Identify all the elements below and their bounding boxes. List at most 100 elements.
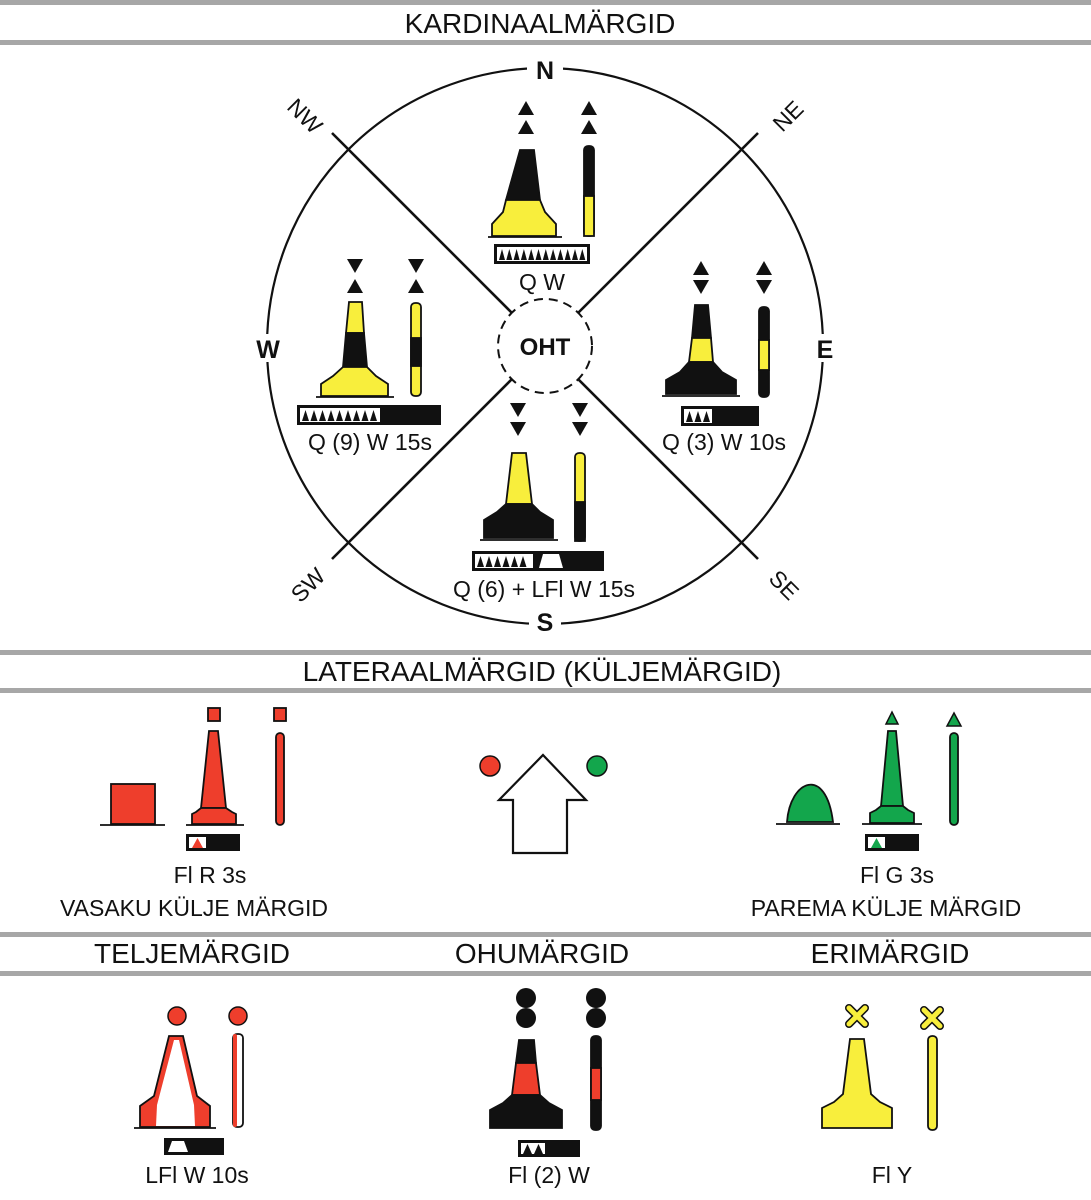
section-rules <box>0 0 1091 976</box>
danger-topmark-icon <box>516 988 536 1028</box>
flash-tick <box>694 411 702 422</box>
direction-e: E <box>812 334 840 364</box>
south-spar-icon <box>574 452 586 542</box>
flash-tick <box>557 249 564 260</box>
north-cardinal-mark: Q W <box>488 101 597 295</box>
flash-tick <box>370 410 377 421</box>
flash-tick <box>519 556 527 567</box>
port-red-light-icon <box>479 755 501 777</box>
starboard-light-label: Fl G 3s <box>860 862 934 888</box>
special-light-label: Fl Y <box>872 1162 912 1188</box>
danger-buoy-icon <box>489 1039 563 1129</box>
axis-spar-topmark-icon <box>228 1006 248 1026</box>
port-spar-icon <box>275 732 285 826</box>
west-cardinal-mark: Q (9) W 15s <box>297 259 441 455</box>
flash-tick <box>502 556 510 567</box>
danger-spar-icon <box>590 1035 602 1131</box>
flash-tick <box>686 411 693 422</box>
flash-tick <box>319 410 326 421</box>
axis-title: TELJEMÄRGID <box>94 938 290 969</box>
direction-s: S <box>529 608 561 637</box>
east-light-rhythm <box>681 406 759 426</box>
port-marks: Fl R 3s VASAKU KÜLJE MÄRGID <box>60 707 328 921</box>
starboard-conical-buoy-icon <box>776 783 840 825</box>
flash-tick <box>302 410 309 421</box>
flash-tick <box>535 249 542 260</box>
port-light-rhythm <box>186 834 240 851</box>
axis-buoy-icon <box>134 1035 216 1129</box>
flash-tick <box>344 410 352 421</box>
special-spar-icon <box>927 1035 938 1131</box>
west-light-rhythm <box>297 405 441 425</box>
starboard-green-light-icon <box>586 755 608 777</box>
danger-light-label: Fl (2) W <box>508 1162 590 1188</box>
north-spar-icon <box>583 145 595 237</box>
flash-tick <box>506 249 513 260</box>
flash-tick <box>564 249 571 260</box>
cardinal-title: KARDINAALMÄRGID <box>405 8 676 39</box>
east-topmark-icon <box>693 261 709 294</box>
flash-tick <box>477 556 484 567</box>
special-mark: Fl Y <box>821 1004 944 1188</box>
north-buoy-icon <box>488 149 562 238</box>
flash-tick <box>327 410 335 421</box>
special-buoy-icon <box>821 1038 893 1129</box>
flash-tick <box>528 249 535 260</box>
port-light-label: Fl R 3s <box>174 862 247 888</box>
flash-tick <box>542 249 549 260</box>
south-cardinal-mark: Q (6) + LFl W 15s <box>453 403 635 602</box>
west-spar-icon <box>410 302 422 397</box>
flash-tick <box>361 410 369 421</box>
starboard-light-rhythm <box>865 834 919 851</box>
danger-spar-topmark-icon <box>586 988 606 1028</box>
west-topmark-icon <box>347 259 363 293</box>
north-light-rhythm <box>494 244 590 264</box>
south-buoy-icon <box>480 452 558 541</box>
port-caption: VASAKU KÜLJE MÄRGID <box>60 895 328 921</box>
direction-nw: NW <box>282 93 328 139</box>
east-spar-topmark-icon <box>756 261 772 294</box>
svg-text:W: W <box>256 336 280 364</box>
port-topmark-icon <box>207 707 221 722</box>
flash-tick <box>579 249 586 260</box>
starboard-marks: Fl G 3s PAREMA KÜLJE MÄRGID <box>751 710 1021 921</box>
special-spar-topmark-icon <box>920 1006 944 1030</box>
port-pillar-buoy-icon <box>186 730 244 826</box>
compass-diagonals <box>331 132 759 560</box>
danger-mark: Fl (2) W <box>489 988 606 1188</box>
direction-sw: SW <box>286 563 331 608</box>
north-spar-topmark-icon <box>581 101 597 134</box>
direction-n: N <box>527 56 563 85</box>
flash-tick <box>520 249 527 260</box>
axis-light-rhythm <box>164 1138 224 1155</box>
svg-text:N: N <box>536 57 554 85</box>
direction-ne: NE <box>768 96 809 137</box>
east-light-label: Q (3) W 10s <box>662 429 786 455</box>
arrow-up-icon <box>496 753 589 855</box>
flash-tick <box>310 410 318 421</box>
port-spar-topmark-icon <box>273 707 287 722</box>
direction-se: SE <box>764 565 804 605</box>
center-label: OHT <box>520 334 571 361</box>
east-spar-icon <box>758 306 770 398</box>
starboard-spar-topmark-icon <box>945 711 963 727</box>
special-title: ERIMÄRGID <box>811 938 970 969</box>
south-topmark-icon <box>510 403 526 436</box>
starboard-pillar-buoy-icon <box>862 730 922 825</box>
east-cardinal-mark: Q (3) W 10s <box>662 261 786 455</box>
lateral-title: LATERAALMÄRGID (KÜLJEMÄRGID) <box>303 656 782 687</box>
flash-tick <box>513 249 520 260</box>
axis-spar-icon <box>232 1033 244 1128</box>
flash-tick <box>703 411 710 422</box>
flash-tick <box>336 410 343 421</box>
danger-title: OHUMÄRGID <box>455 938 629 969</box>
west-light-label: Q (9) W 15s <box>308 429 432 455</box>
direction-w: W <box>254 334 286 364</box>
west-buoy-icon <box>316 301 394 398</box>
flash-tick <box>499 249 505 260</box>
svg-text:E: E <box>817 336 834 364</box>
danger-light-rhythm <box>518 1140 580 1157</box>
flash-tick <box>494 556 501 567</box>
flash-tick <box>550 249 557 260</box>
